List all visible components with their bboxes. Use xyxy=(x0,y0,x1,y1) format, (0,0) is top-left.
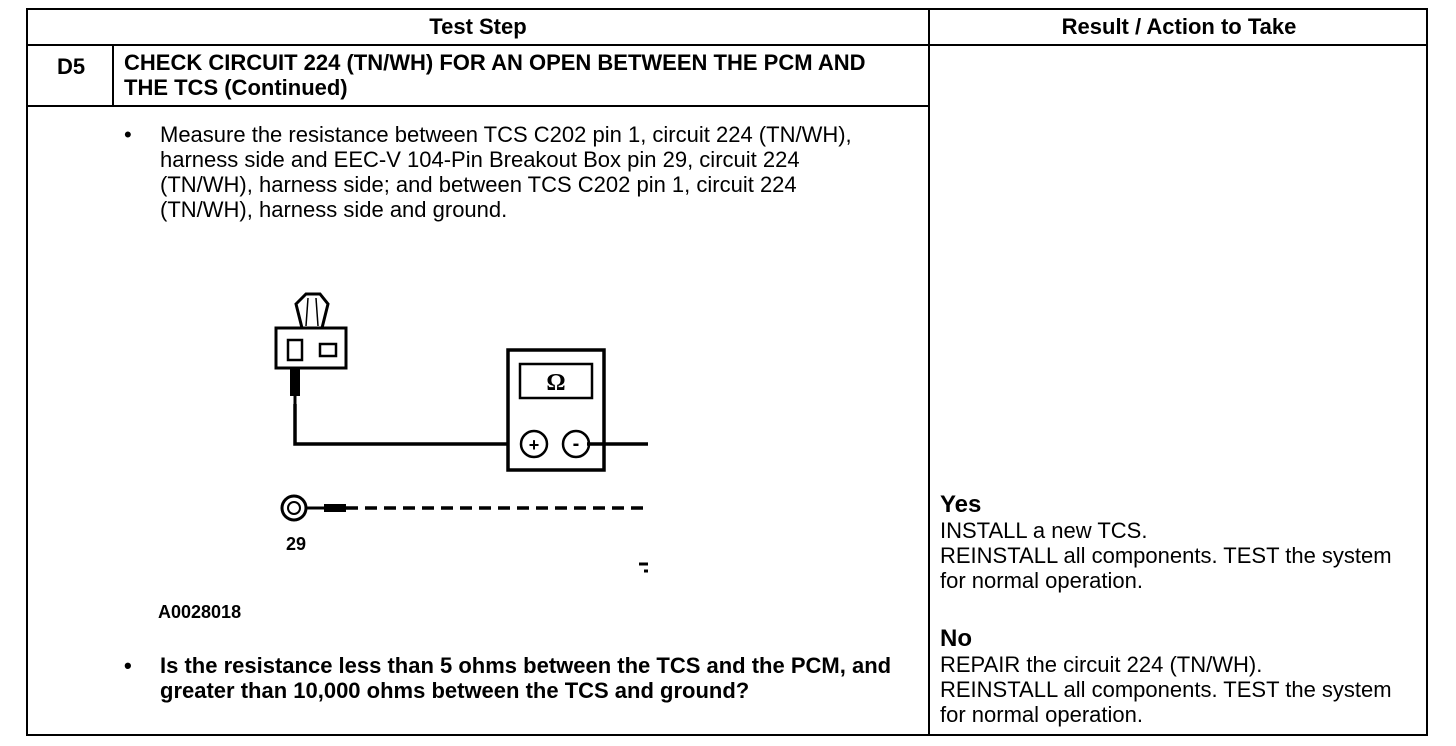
bullet-marker: • xyxy=(124,653,132,678)
negative-test-lead xyxy=(587,442,648,446)
ground-icon xyxy=(639,562,648,573)
minus-terminal-label: - xyxy=(573,433,580,455)
tcs-connector-icon xyxy=(274,292,348,404)
header-result-action: Result / Action to Take xyxy=(1061,14,1297,39)
column-divider xyxy=(928,10,930,734)
ohm-symbol: Ω xyxy=(546,370,565,396)
ohmmeter-diagram: Ω + - 29 xyxy=(274,292,648,573)
step-title-divider xyxy=(28,105,928,107)
ohmmeter-icon: Ω + - xyxy=(506,348,606,472)
header-divider xyxy=(28,44,1426,46)
bullet-marker: • xyxy=(124,122,132,147)
step-title: CHECK CIRCUIT 224 (TN/WH) FOR AN OPEN BE… xyxy=(124,50,866,100)
yes-action: INSTALL a new TCS. REINSTALL all compone… xyxy=(940,518,1392,593)
step-id: D5 xyxy=(56,54,86,79)
step-id-divider xyxy=(112,46,114,106)
figure-id: A0028018 xyxy=(158,602,242,622)
plus-terminal-label: + xyxy=(529,435,540,455)
yes-label: Yes xyxy=(940,491,982,518)
no-action: REPAIR the circuit 224 (TN/WH). REINSTAL… xyxy=(940,652,1392,727)
result-yes: Yes INSTALL a new TCS. REINSTALL all com… xyxy=(940,491,1420,594)
positive-test-lead xyxy=(293,404,520,446)
breakout-pin-icon xyxy=(280,494,346,522)
header-test-step: Test Step xyxy=(429,14,527,39)
test-step-table: Test Step Result / Action to Take D5 CHE… xyxy=(26,8,1428,736)
pin-number-label: 29 xyxy=(286,534,306,554)
no-label: No xyxy=(940,625,972,652)
question-text: Is the resistance less than 5 ohms betwe… xyxy=(160,653,892,703)
instruction-text: Measure the resistance between TCS C202 … xyxy=(160,122,852,222)
result-no: No REPAIR the circuit 224 (TN/WH). REINS… xyxy=(940,625,1420,728)
